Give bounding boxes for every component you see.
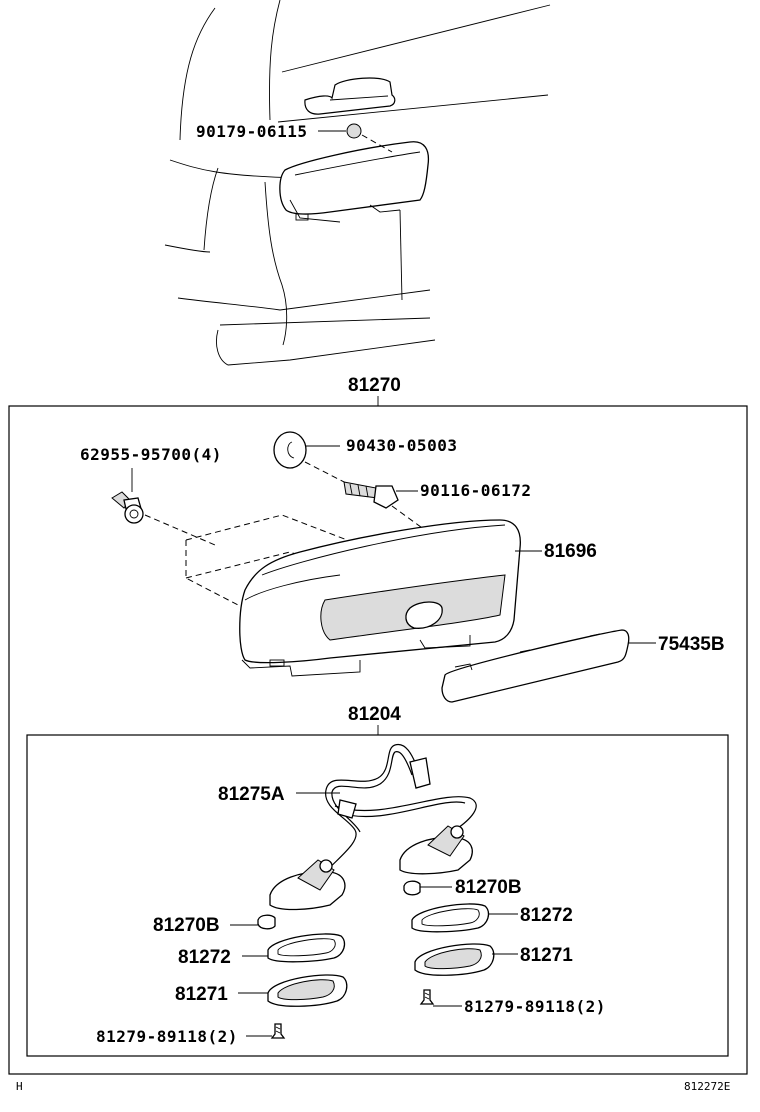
right-screw xyxy=(419,989,462,1007)
right-bulb xyxy=(403,880,452,896)
diagram-id: 812272E xyxy=(684,1080,730,1093)
left-lens xyxy=(238,974,348,1007)
cap-part xyxy=(273,431,351,486)
left-bulb xyxy=(230,914,276,930)
label-sub-assembly-81204: 81204 xyxy=(348,704,401,725)
vehicle-back-door-illustration xyxy=(164,0,551,366)
right-gasket xyxy=(411,903,518,933)
label-assembly-81270: 81270 xyxy=(348,375,401,396)
left-screw xyxy=(246,1023,286,1039)
reflector-part xyxy=(441,629,656,703)
label-lens-left-81271: 81271 xyxy=(175,984,228,1005)
right-lens xyxy=(414,943,518,976)
label-lens-right-81271: 81271 xyxy=(520,945,573,966)
left-lamp-socket xyxy=(269,859,346,911)
label-gasket-right-81272: 81272 xyxy=(520,905,573,926)
left-gasket xyxy=(242,933,346,963)
label-bulb-right-81270b: 81270B xyxy=(455,877,522,898)
label-clip-62955: 62955-95700(4) xyxy=(80,445,222,464)
right-lamp-socket xyxy=(399,825,473,875)
label-screw-90116: 90116-06172 xyxy=(420,481,531,500)
label-gasket-left-81272: 81272 xyxy=(178,947,231,968)
wire-harness-part xyxy=(296,743,477,879)
label-reflector-75435b: 75435B xyxy=(658,634,725,655)
assembly-81270-frame xyxy=(8,405,748,1075)
clip-part xyxy=(111,468,216,546)
label-bulb-left-81270b: 81270B xyxy=(153,915,220,936)
label-bolt-90179: 90179-06115 xyxy=(196,122,307,141)
footer-left-mark: H xyxy=(16,1080,23,1093)
label-screw-right-81279: 81279-89118(2) xyxy=(464,997,606,1016)
label-housing-81696: 81696 xyxy=(544,541,597,562)
label-cap-90430: 90430-05003 xyxy=(346,436,457,455)
screw-part xyxy=(343,481,426,531)
label-wire-81275a: 81275A xyxy=(218,784,285,805)
sub-assembly-81204-frame xyxy=(26,734,729,1057)
label-screw-left-81279: 81279-89118(2) xyxy=(96,1027,238,1046)
housing-part xyxy=(185,514,542,677)
